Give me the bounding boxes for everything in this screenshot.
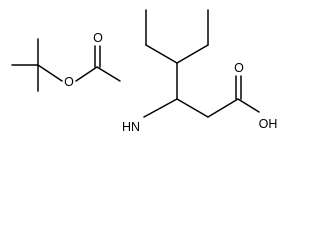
carbamate-group <box>75 45 121 82</box>
bond-carbonyl-to-nh <box>96 66 121 82</box>
bond-tbu-to-ester-oxygen <box>37 64 63 82</box>
acid-hydroxyl-label: OH <box>259 117 278 131</box>
acid-oxygen-label: O <box>234 61 244 75</box>
bond-branch-to-left-ethyl <box>145 44 178 64</box>
tert-butyl-group <box>11 38 63 92</box>
carbonyl-oxygen-label: O <box>93 31 103 45</box>
bond-ester-oxygen-to-carbonyl <box>75 66 98 82</box>
ester-oxygen-label: O <box>64 75 74 89</box>
bond-acid-carbon-to-hydroxyl <box>237 98 260 113</box>
bond-methylene-to-acid-carbon <box>207 98 239 118</box>
structure-diagram: O O HN O OH <box>11 9 278 134</box>
carboxylic-acid-group <box>235 75 260 113</box>
amine-nh-label: HN <box>122 120 140 134</box>
bond-branch-to-right-ethyl <box>176 44 209 64</box>
diethyl-branch <box>145 9 209 64</box>
bond-nh-to-alpha-carbon <box>143 98 178 118</box>
bond-alpha-to-methylene <box>176 98 209 118</box>
backbone-chain <box>143 62 239 118</box>
